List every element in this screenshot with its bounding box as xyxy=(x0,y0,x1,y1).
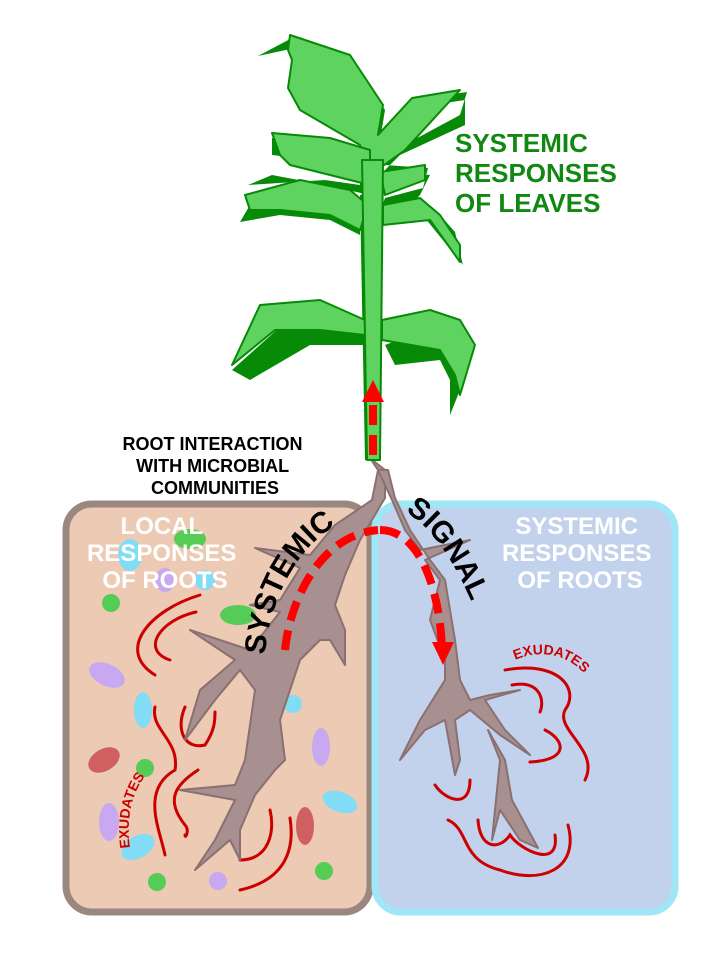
microbe-cyan xyxy=(322,790,358,814)
leaf-mid-right xyxy=(382,197,461,263)
systemic-signal-arrows xyxy=(281,400,446,651)
microbe-cyan xyxy=(195,570,215,590)
root-left xyxy=(179,457,386,871)
microbe-cyan xyxy=(284,695,302,713)
microbe-purple xyxy=(312,728,330,766)
microbe-purple xyxy=(89,662,125,688)
microbes xyxy=(88,529,358,891)
microbe-green xyxy=(220,605,256,625)
signal-arrow-left-arc xyxy=(281,526,379,651)
microbe-red xyxy=(296,807,314,845)
leaf-mid-left xyxy=(244,179,369,231)
exudate-lines-left xyxy=(136,593,293,892)
root-right xyxy=(377,469,531,776)
leaves-label: SYSTEMIC RESPONSES OF LEAVES xyxy=(455,128,624,218)
roots xyxy=(179,457,539,871)
microbe-red xyxy=(88,747,120,773)
arrowhead-down-icon xyxy=(432,642,454,665)
microbe-green xyxy=(174,529,206,549)
microbe-cyan xyxy=(118,539,142,571)
microbe-green xyxy=(136,759,154,777)
plant xyxy=(231,34,476,461)
microbe-green xyxy=(148,873,166,891)
signal-arrow-right-arc xyxy=(379,526,446,651)
root-right-lower xyxy=(487,729,539,849)
microbe-green xyxy=(102,594,120,612)
local-roots-label: LOCAL RESPONSES OF ROOTS xyxy=(87,513,243,594)
microbe-purple xyxy=(99,803,119,841)
leaf-lower-right xyxy=(381,309,476,396)
arrowhead-up-icon xyxy=(362,380,384,402)
root-interaction-label: ROOT INTERACTION WITH MICROBIAL COMMUNIT… xyxy=(122,434,307,498)
microbe-purple xyxy=(155,568,175,592)
microbe-cyan xyxy=(134,692,152,728)
stem xyxy=(361,159,384,461)
microbe-purple xyxy=(209,872,227,890)
systemic-roots-label: SYSTEMIC RESPONSES OF ROOTS xyxy=(502,513,658,594)
leaf-upper-left xyxy=(271,132,371,186)
microbe-cyan xyxy=(121,833,155,861)
microbe-green xyxy=(315,862,333,880)
exudate-lines-right xyxy=(433,666,590,878)
